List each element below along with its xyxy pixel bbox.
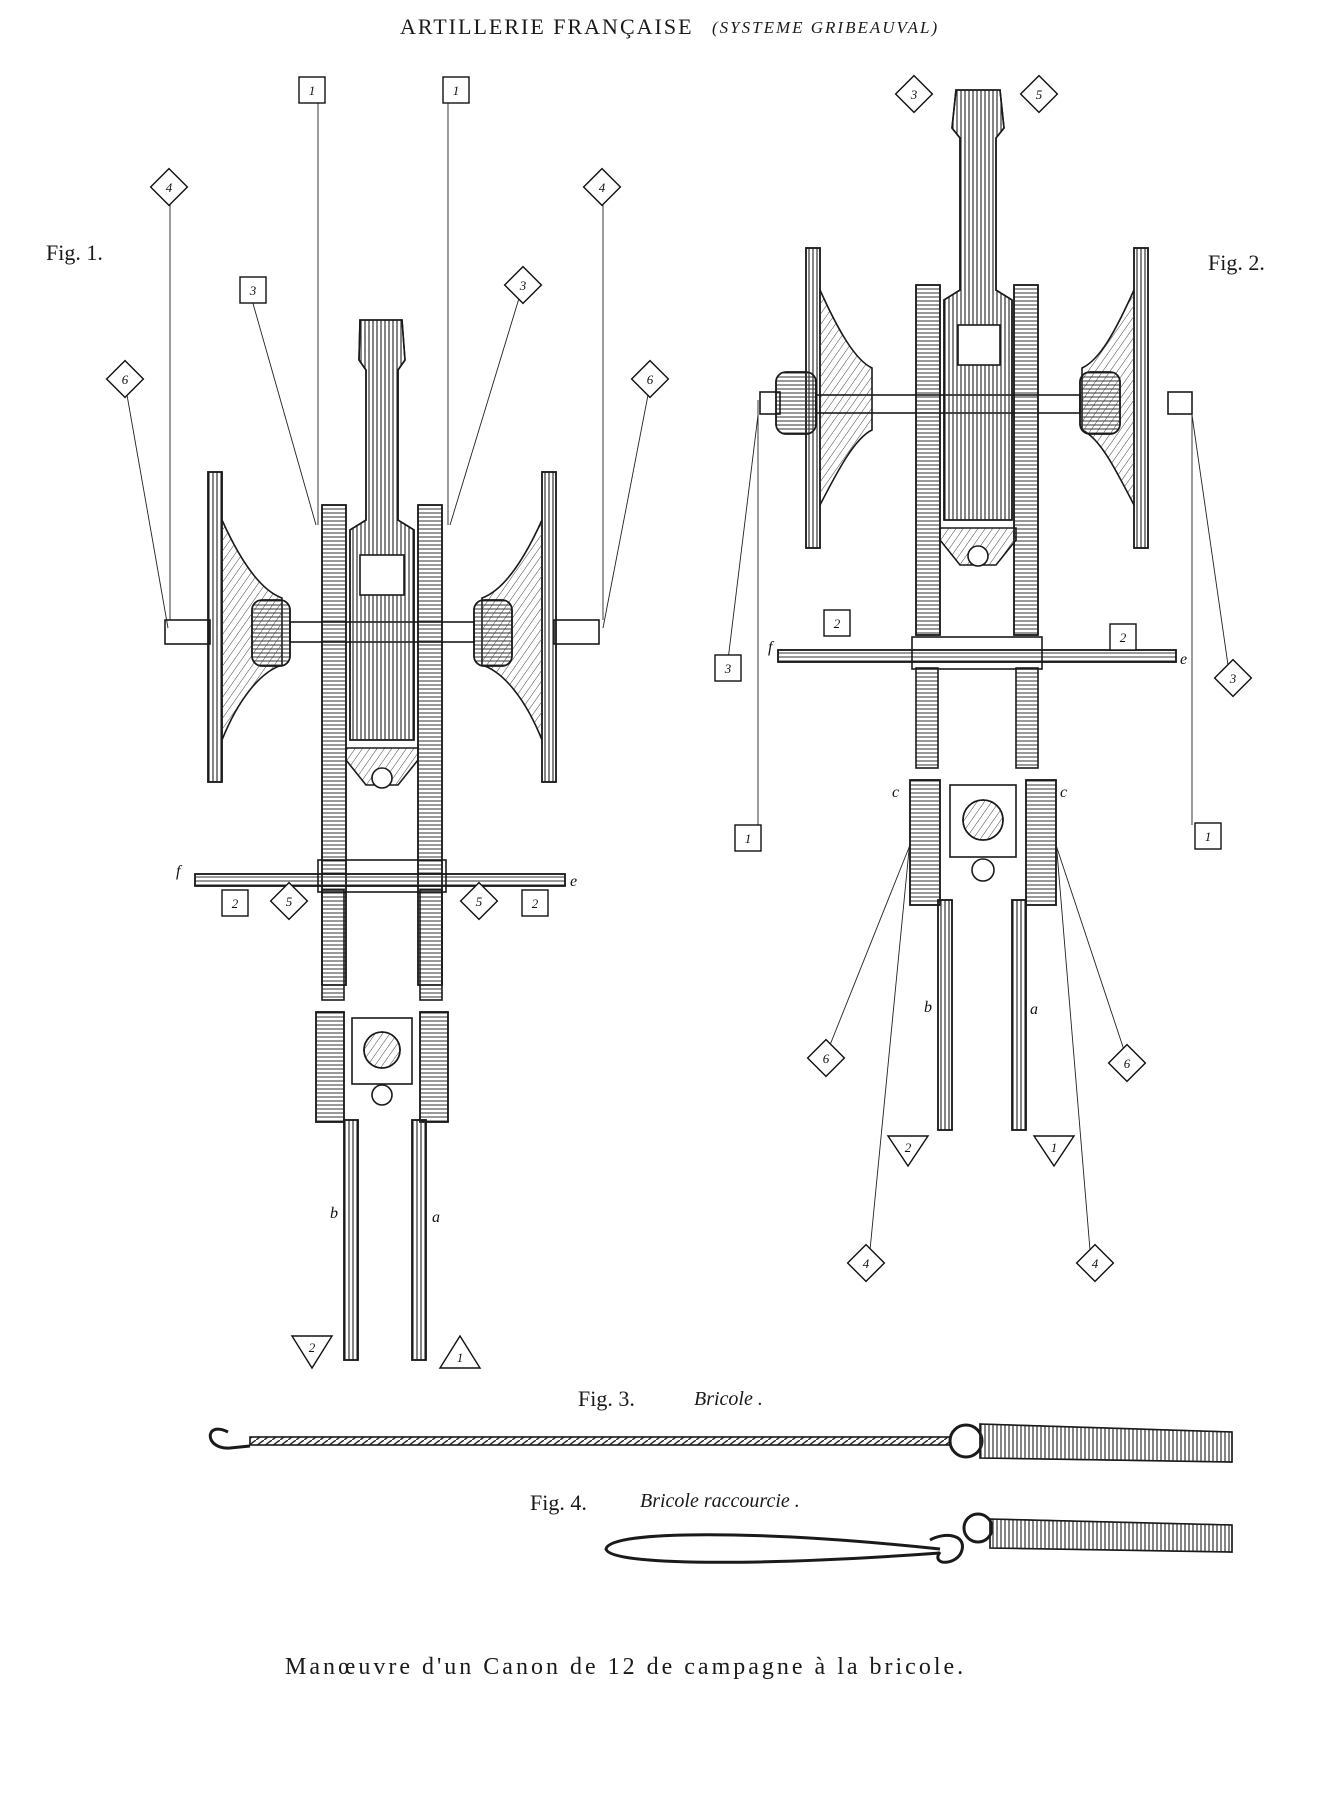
svg-text:1: 1 bbox=[745, 831, 752, 846]
fig2-marker-diamond-3-top: 3 bbox=[894, 74, 934, 114]
fig1-marker-diamond-4-left: 4 bbox=[149, 167, 189, 207]
svg-text:4: 4 bbox=[863, 1256, 870, 1271]
fig1-marker-square-1-left: 1 bbox=[298, 76, 326, 104]
svg-text:3: 3 bbox=[1229, 671, 1237, 686]
fig1-leaders bbox=[126, 97, 649, 629]
svg-text:1: 1 bbox=[453, 83, 460, 98]
fig2-marker-diamond-4-left: 4 bbox=[846, 1243, 886, 1283]
svg-text:4: 4 bbox=[1092, 1256, 1099, 1271]
svg-text:5: 5 bbox=[476, 894, 483, 909]
fig2-right-wheel bbox=[1079, 247, 1193, 549]
svg-text:6: 6 bbox=[1124, 1056, 1131, 1071]
svg-text:2: 2 bbox=[905, 1140, 912, 1155]
plate-title: ARTILLERIE FRANÇAISE bbox=[400, 14, 694, 39]
fig2-letter-b: b bbox=[924, 999, 932, 1016]
fig2-left-wheel bbox=[759, 247, 873, 549]
fig1-shaft-a bbox=[411, 1119, 427, 1361]
fig2-marker-square-3-left: 3 bbox=[714, 654, 742, 682]
fig2-marker-triangle-2: 2 bbox=[886, 1135, 930, 1168]
fig2-letter-a: a bbox=[1030, 1001, 1038, 1018]
fig4-label: Fig. 4. bbox=[530, 1490, 587, 1515]
fig2-letter-c-left: c bbox=[892, 784, 899, 801]
svg-text:2: 2 bbox=[309, 1340, 316, 1355]
fig2-limber bbox=[909, 779, 1057, 906]
plate-caption: Manœuvre d'un Canon de 12 de campagne à … bbox=[285, 1654, 967, 1680]
fig1-marker-diamond-4-right: 4 bbox=[582, 167, 622, 207]
svg-text:6: 6 bbox=[122, 372, 129, 387]
fig1-right-wheel bbox=[473, 471, 600, 783]
plate-subtitle: (SYSTEME GRIBEAUVAL) bbox=[712, 18, 940, 37]
fig2-letter-f: f bbox=[768, 639, 775, 656]
svg-text:1: 1 bbox=[309, 83, 316, 98]
svg-text:3: 3 bbox=[910, 87, 918, 102]
fig2-shaft-b bbox=[937, 899, 953, 1131]
fig1-marker-diamond-5-left: 5 bbox=[269, 881, 309, 921]
fig1-marker-square-1-right: 1 bbox=[442, 76, 470, 104]
fig1-marker-square-3-left: 3 bbox=[239, 276, 267, 304]
fig1-marker-square-2-left: 2 bbox=[221, 889, 249, 917]
svg-text:1: 1 bbox=[1205, 829, 1212, 844]
fig2-marker-square-1-left: 1 bbox=[734, 824, 762, 852]
fig2-label: Fig. 2. bbox=[1208, 250, 1265, 275]
svg-text:5: 5 bbox=[1036, 87, 1043, 102]
fig2-left-cheek bbox=[915, 284, 941, 636]
fig4-caption: Bricole raccourcie . bbox=[640, 1490, 800, 1512]
fig2-leaders bbox=[727, 400, 1229, 1251]
fig1-label: Fig. 1. bbox=[46, 240, 103, 265]
fig2-marker-diamond-4-right: 4 bbox=[1075, 1243, 1115, 1283]
fig2-marker-square-2-right: 2 bbox=[1109, 623, 1137, 651]
fig1-marker-diamond-5-right: 5 bbox=[459, 881, 499, 921]
fig1-left-wheel bbox=[164, 471, 291, 783]
fig2-barrel bbox=[939, 89, 1017, 567]
fig2-marker-square-1-right: 1 bbox=[1194, 822, 1222, 850]
fig1-handspike bbox=[194, 873, 566, 887]
svg-text:5: 5 bbox=[286, 894, 293, 909]
fig2-letter-e: e bbox=[1180, 651, 1187, 668]
svg-text:3: 3 bbox=[249, 283, 257, 298]
fig2-marker-diamond-3-right: 3 bbox=[1213, 658, 1253, 698]
svg-text:6: 6 bbox=[647, 372, 654, 387]
fig1-marker-square-2-right: 2 bbox=[521, 889, 549, 917]
fig2-handspike bbox=[777, 649, 1177, 663]
fig2-marker-diamond-6-left: 6 bbox=[806, 1038, 846, 1078]
fig2-marker-diamond-6-right: 6 bbox=[1107, 1043, 1147, 1083]
svg-text:2: 2 bbox=[1120, 630, 1127, 645]
svg-text:3: 3 bbox=[519, 278, 527, 293]
fig1-shaft-b bbox=[343, 1119, 359, 1361]
svg-text:4: 4 bbox=[166, 180, 173, 195]
svg-text:1: 1 bbox=[1051, 1140, 1058, 1155]
fig3-caption: Bricole . bbox=[694, 1388, 763, 1410]
fig1-barrel bbox=[345, 319, 419, 789]
fig1-limber bbox=[315, 1011, 449, 1123]
fig1-marker-diamond-6-left: 6 bbox=[105, 359, 145, 399]
fig1-marker-triangle-1: 1 bbox=[438, 1334, 482, 1369]
fig4-bricole-raccourcie bbox=[604, 1512, 1233, 1564]
fig1-marker-diamond-3-right: 3 bbox=[503, 265, 543, 305]
fig1-marker-triangle-2: 2 bbox=[290, 1335, 334, 1370]
fig1-letter-f: f bbox=[176, 863, 183, 880]
svg-text:6: 6 bbox=[823, 1051, 830, 1066]
fig2-right-cheek bbox=[1013, 284, 1039, 636]
svg-text:2: 2 bbox=[532, 896, 539, 911]
svg-text:2: 2 bbox=[834, 616, 841, 631]
svg-text:1: 1 bbox=[457, 1350, 464, 1365]
fig3-bricole bbox=[208, 1423, 1233, 1463]
fig1-drawing bbox=[164, 319, 600, 1361]
fig1-letter-b: b bbox=[330, 1205, 338, 1222]
svg-text:3: 3 bbox=[724, 661, 732, 676]
svg-text:4: 4 bbox=[599, 180, 606, 195]
fig2-letter-c-right: c bbox=[1060, 784, 1067, 801]
fig2-marker-diamond-5-top: 5 bbox=[1019, 74, 1059, 114]
fig1-letter-e: e bbox=[570, 873, 577, 890]
fig2-marker-square-2-left: 2 bbox=[823, 609, 851, 637]
fig2-shaft-a bbox=[1011, 899, 1027, 1131]
fig2-drawing bbox=[759, 89, 1193, 1131]
fig3-label: Fig. 3. bbox=[578, 1386, 635, 1411]
fig1-marker-diamond-6-right: 6 bbox=[630, 359, 670, 399]
fig2-marker-triangle-1: 1 bbox=[1032, 1135, 1076, 1168]
fig1-letter-a: a bbox=[432, 1209, 440, 1226]
svg-text:2: 2 bbox=[232, 896, 239, 911]
